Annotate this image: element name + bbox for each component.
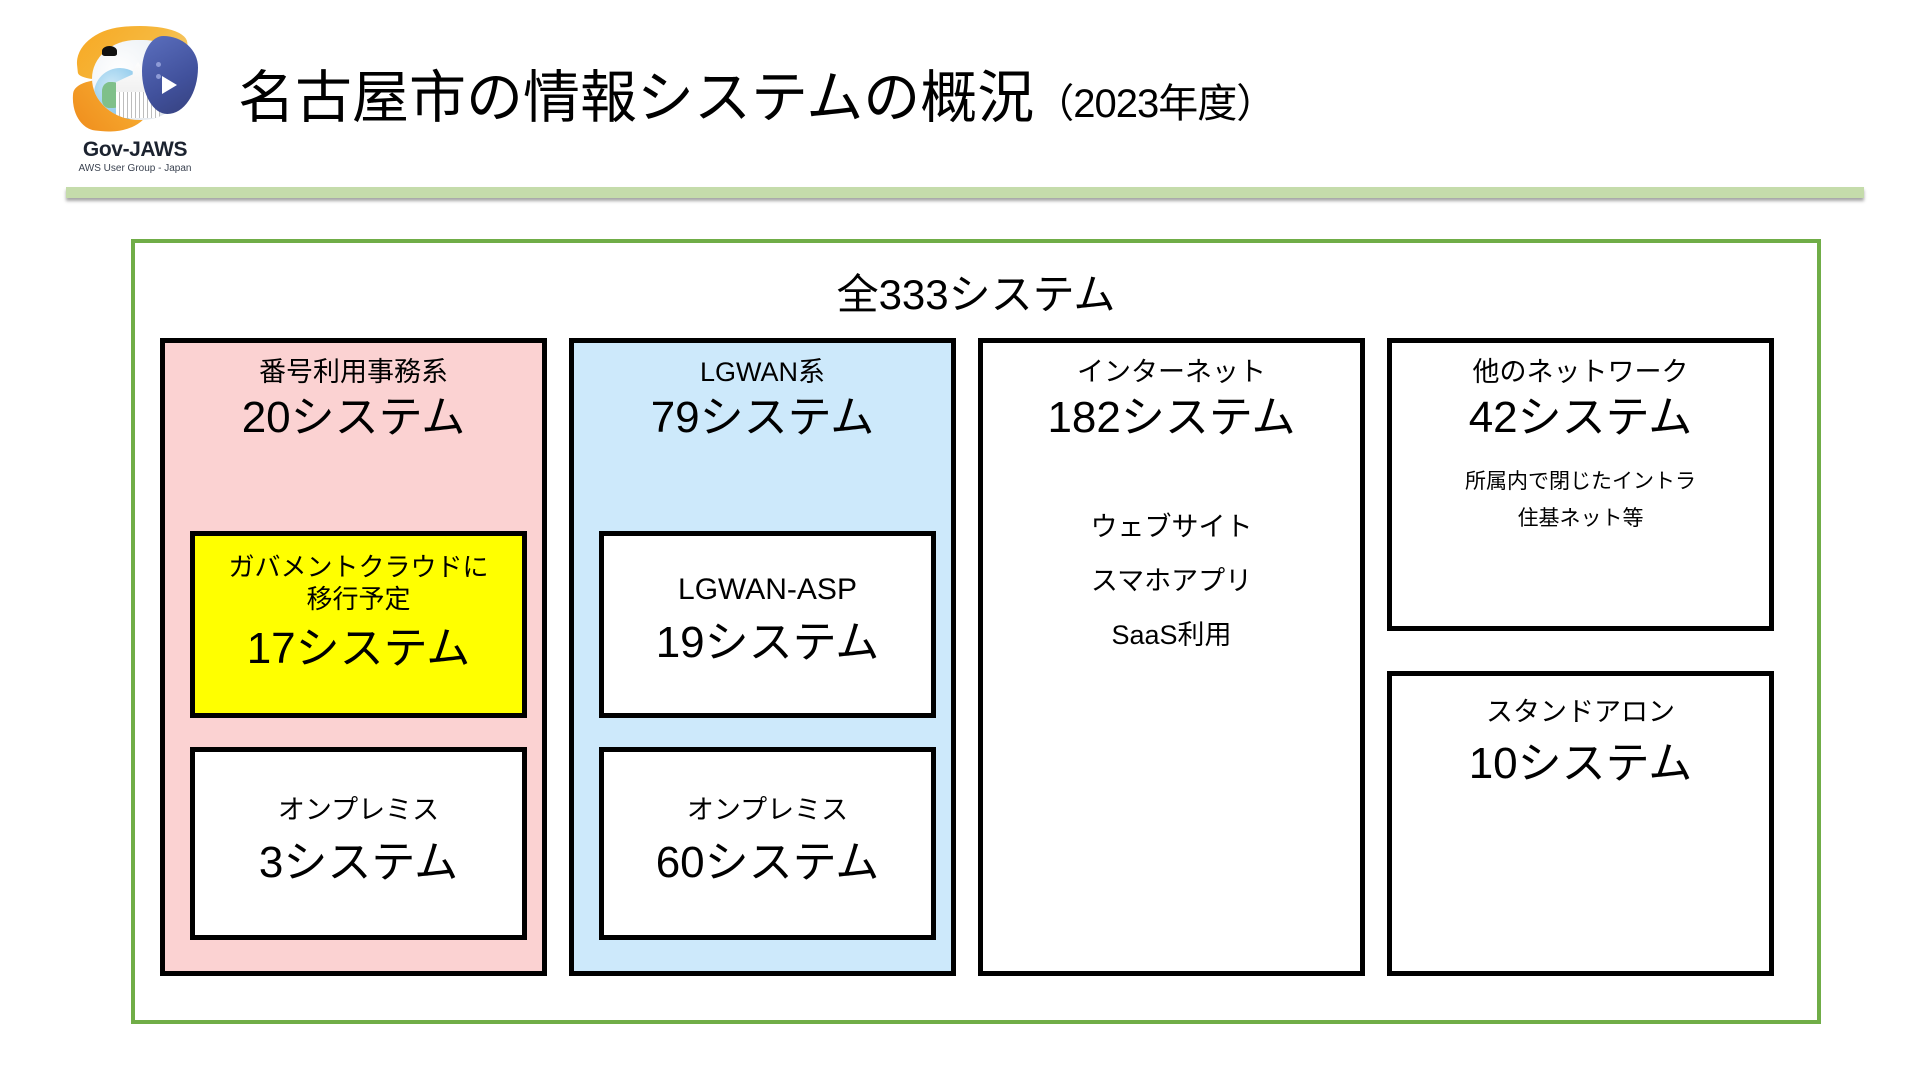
- column-mynumber-count: 20システム: [241, 392, 466, 442]
- internet-note-item: SaaS利用: [1111, 620, 1232, 651]
- other-network-note-item: 所属内で閉じたイントラ: [1465, 470, 1696, 494]
- systems-overview-diagram: 全333システム 番号利用事務系 20システム ガバメントクラウドに 移行予定 …: [131, 239, 1821, 1024]
- box-lgwan-asp-count: 19システム: [655, 617, 880, 667]
- box-government-cloud-heading: ガバメントクラウドに 移行予定: [195, 552, 522, 615]
- internet-note-item: スマホアプリ: [1090, 566, 1253, 597]
- fin-dot-icon: [156, 62, 161, 67]
- box-onpremise-lgwan-heading: オンプレミス: [686, 795, 849, 825]
- column-internet-count: 182システム: [1047, 392, 1296, 442]
- column-mynumber-heading: 番号利用事務系: [259, 357, 448, 387]
- logo-name: Gov-JAWS: [82, 138, 188, 161]
- column-other-network: 他のネットワーク 42システム 所属内で閉じたイントラ 住基ネット等: [1387, 338, 1774, 631]
- logo-tagline: AWS User Group - Japan: [78, 163, 192, 174]
- column-internet-notes: ウェブサイト スマホアプリ SaaS利用: [983, 500, 1360, 662]
- box-government-cloud-heading-line1: ガバメントクラウドに: [228, 552, 489, 582]
- column-standalone: スタンドアロン 10システム: [1387, 671, 1774, 976]
- column-other-network-heading: 他のネットワーク: [1472, 357, 1689, 387]
- column-mynumber-affairs: 番号利用事務系 20システム ガバメントクラウドに 移行予定 17システム オン…: [160, 338, 547, 976]
- play-triangle-icon: [162, 76, 177, 94]
- box-onpremise-lgwan-count: 60システム: [655, 837, 880, 887]
- box-lgwan-asp-heading: LGWAN-ASP: [678, 573, 857, 606]
- gov-jaws-logo: Gov-JAWS AWS User Group - Japan: [60, 18, 210, 178]
- column-other-network-notes: 所属内で閉じたイントラ 住基ネット等: [1392, 464, 1769, 538]
- fin-dot-icon: [156, 74, 161, 79]
- box-lgwan-asp: LGWAN-ASP 19システム: [599, 531, 936, 718]
- column-other-network-count: 42システム: [1468, 392, 1693, 442]
- page-title-suffix: （2023年度）: [1034, 82, 1276, 126]
- page-title-main: 名古屋市の情報システムの概況: [238, 66, 1035, 130]
- box-government-cloud-count: 17システム: [246, 624, 471, 674]
- column-standalone-heading: スタンドアロン: [1486, 697, 1675, 727]
- box-onpremise-mynumber-heading: オンプレミス: [277, 795, 440, 825]
- other-network-note-item: 住基ネット等: [1517, 506, 1644, 530]
- box-government-cloud-heading-line2: 移行予定: [306, 583, 411, 614]
- column-lgwan-heading: LGWAN系: [699, 357, 825, 387]
- total-systems-label: 全333システム: [836, 271, 1116, 318]
- box-onpremise-mynumber: オンプレミス 3システム: [190, 747, 527, 940]
- gov-jaws-logo-mark: [69, 18, 200, 136]
- column-internet-heading: インターネット: [1077, 357, 1266, 387]
- shark-eye-icon: [102, 46, 117, 56]
- column-standalone-count: 10システム: [1468, 738, 1693, 788]
- box-onpremise-mynumber-count: 3システム: [258, 837, 459, 887]
- slide-header: Gov-JAWS AWS User Group - Japan 名古屋市の情報シ…: [0, 0, 1920, 198]
- column-lgwan: LGWAN系 79システム LGWAN-ASP 19システム オンプレミス 60…: [569, 338, 956, 976]
- internet-note-item: ウェブサイト: [1090, 512, 1253, 543]
- box-government-cloud-migration: ガバメントクラウドに 移行予定 17システム: [190, 531, 527, 718]
- column-internet: インターネット 182システム ウェブサイト スマホアプリ SaaS利用: [978, 338, 1365, 976]
- shark-fin-icon: [142, 36, 198, 114]
- title-divider: [66, 187, 1864, 198]
- box-onpremise-lgwan: オンプレミス 60システム: [599, 747, 936, 940]
- column-lgwan-count: 79システム: [650, 392, 875, 442]
- page-title: 名古屋市の情報システムの概況（2023年度）: [238, 52, 1276, 134]
